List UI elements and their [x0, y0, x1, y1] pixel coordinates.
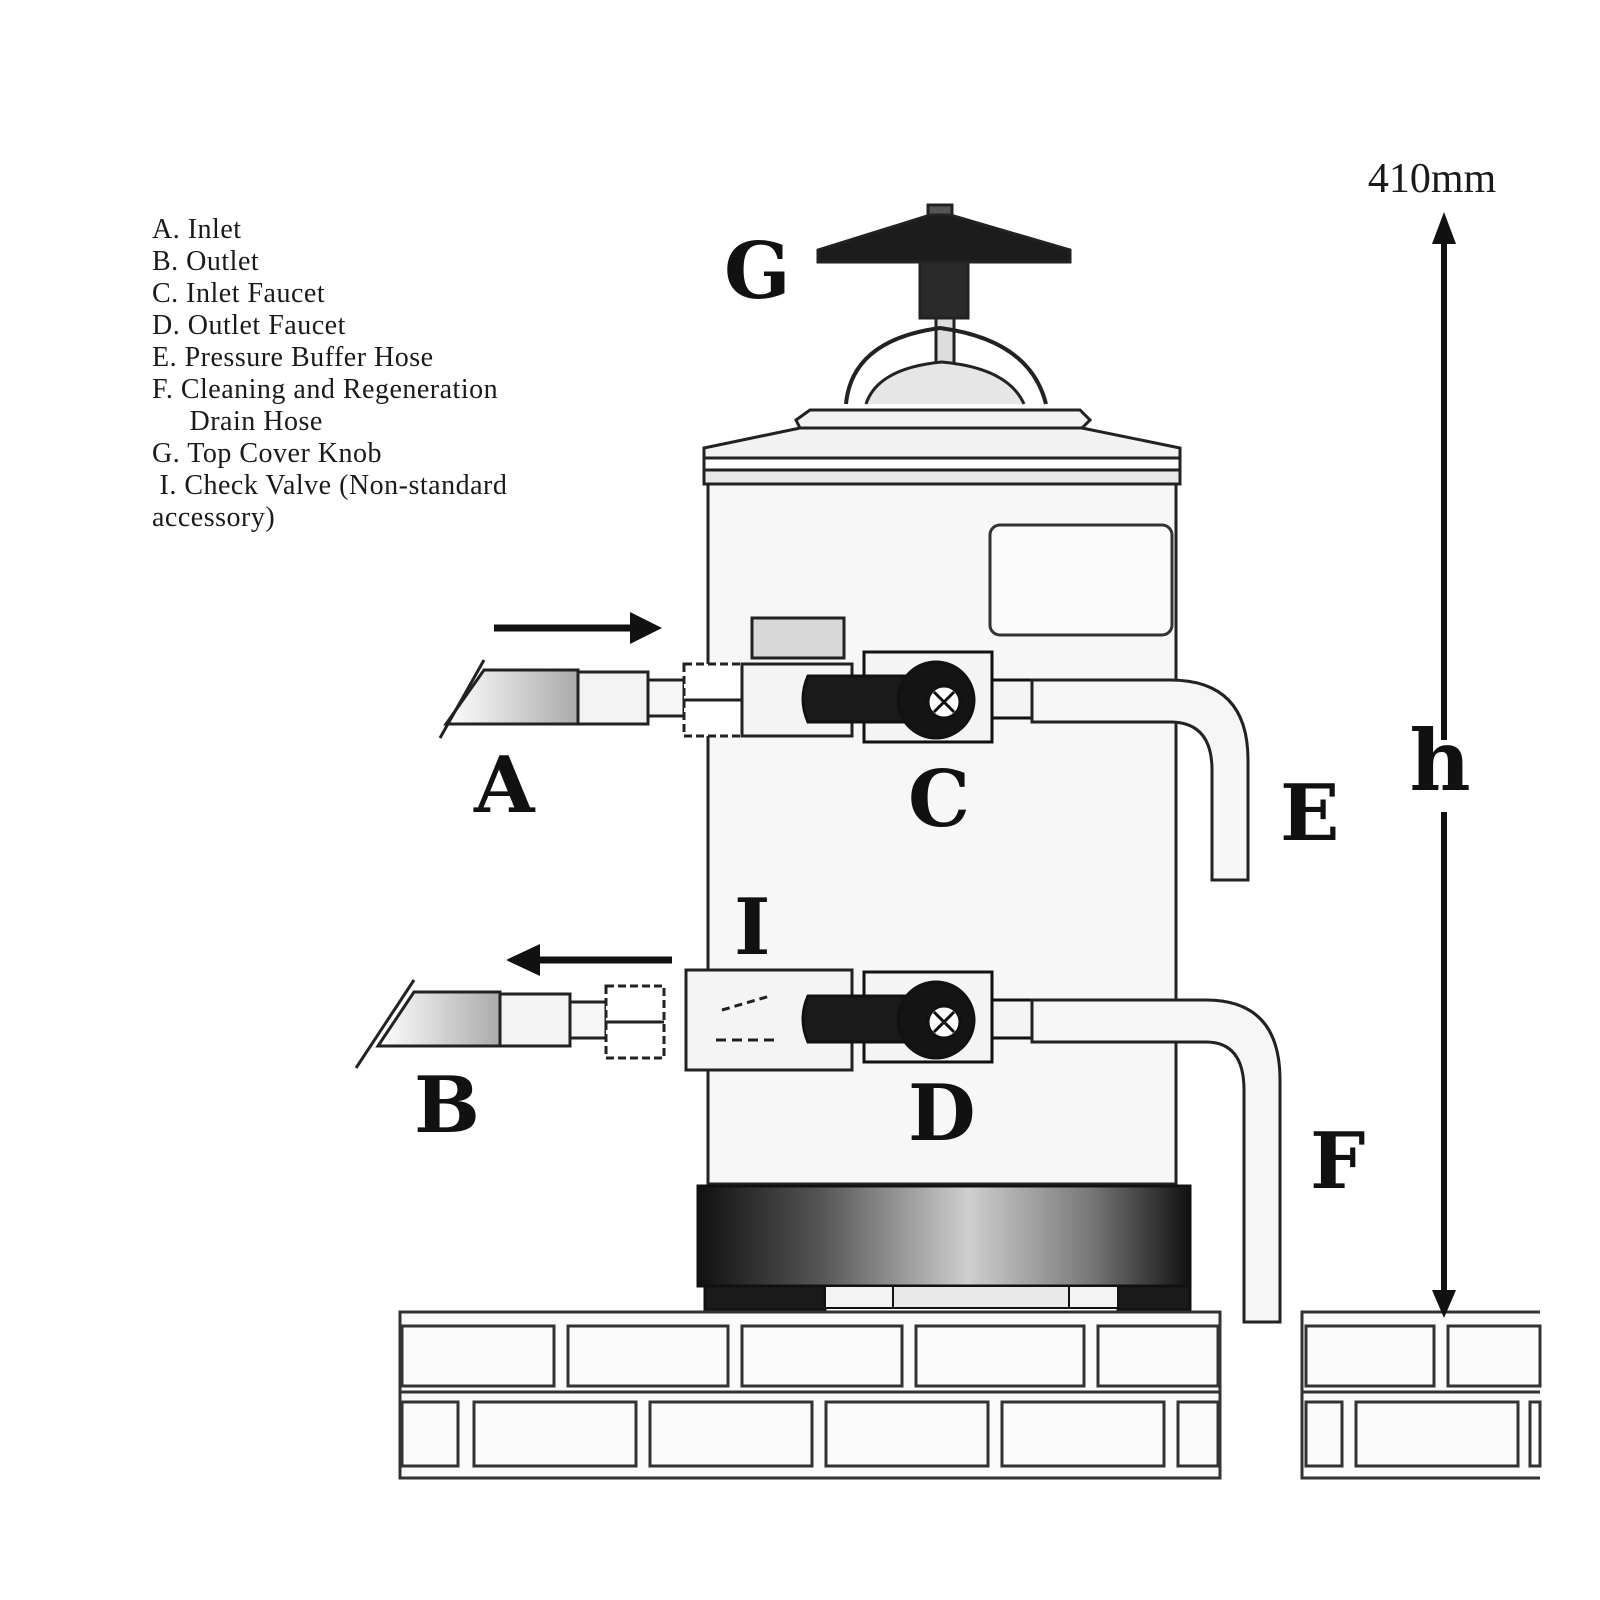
legend-item-e: E. Pressure Buffer Hose — [152, 342, 434, 373]
legend-item-d: D. Outlet Faucet — [152, 310, 346, 341]
drain-hose — [1030, 998, 1282, 1324]
callout-i: I — [734, 882, 771, 973]
outlet-hose — [354, 979, 666, 1069]
legend-item-a: A. Inlet — [152, 214, 242, 245]
callout-b: B — [414, 1060, 480, 1151]
dimension-symbol: h — [1409, 711, 1470, 810]
legend-item-f: F. Cleaning and Regeneration — [152, 374, 499, 405]
legend-item-i-cont: accessory) — [152, 502, 276, 533]
callout-g: G — [724, 226, 791, 317]
dimension-value: 410mm — [1368, 156, 1497, 202]
pressure-buffer-hose — [1030, 678, 1250, 882]
brick-floor-right — [1300, 1310, 1542, 1480]
callout-d: D — [908, 1068, 976, 1159]
legend-list: A. Inlet B. Outlet C. Inlet Faucet D. Ou… — [152, 214, 622, 534]
legend-item-i: I. Check Valve (Non-standard — [152, 470, 508, 501]
tank-lid — [702, 408, 1182, 486]
legend-item-c: C. Inlet Faucet — [152, 278, 326, 309]
legend-item-b: B. Outlet — [152, 246, 260, 277]
outlet-flow-arrow — [506, 944, 672, 976]
legend-item-g: G. Top Cover Knob — [152, 438, 383, 469]
dimension-arrow-bottom-icon — [1432, 1290, 1456, 1318]
callout-a: A — [473, 740, 536, 831]
inlet-hose — [438, 616, 854, 739]
height-dimension: 410mm h — [1368, 156, 1497, 1318]
legend-item-f-cont: Drain Hose — [152, 406, 323, 437]
inlet-faucet — [801, 650, 1034, 744]
brick-floor — [398, 1310, 1222, 1480]
inlet-flow-arrow — [494, 612, 662, 644]
outlet-faucet — [801, 970, 1034, 1064]
callout-f: F — [1310, 1116, 1365, 1207]
callout-c: C — [908, 754, 970, 845]
tank-base — [696, 1184, 1192, 1312]
callout-e: E — [1280, 768, 1339, 859]
dimension-arrow-top-icon — [1432, 212, 1456, 244]
top-cover-knob — [816, 203, 1072, 405]
